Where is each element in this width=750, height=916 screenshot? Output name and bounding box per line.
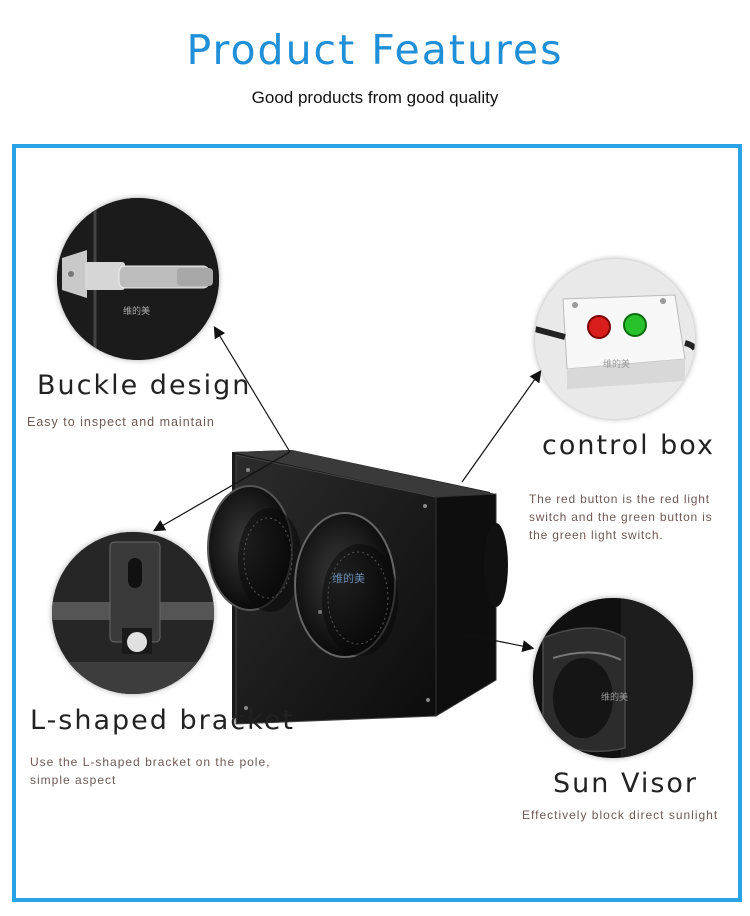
buckle-heading: Buckle design <box>37 370 252 401</box>
right-led-ring <box>327 551 389 645</box>
arrow-bracket <box>152 451 291 532</box>
left-led-ring <box>243 517 293 599</box>
housing-top <box>232 450 496 497</box>
buckle-latch-icon <box>57 198 219 360</box>
features-frame <box>12 144 742 902</box>
control-box-heading: control box <box>542 430 715 461</box>
sun-visor-heading: Sun Visor <box>553 768 699 799</box>
control-box-description: The red button is the red light switch a… <box>529 492 713 542</box>
control-box-icon <box>535 259 695 419</box>
sun-visor-icon <box>533 598 693 758</box>
left-lens <box>238 508 302 612</box>
rear-cap <box>484 523 508 607</box>
arrow-sun-visor <box>461 633 535 653</box>
screw-icon <box>423 504 427 508</box>
bracket-closeup <box>52 532 214 694</box>
sun-visor-watermark: 维的美 <box>601 692 629 702</box>
right-lens <box>322 544 398 656</box>
red-button-icon <box>587 315 611 339</box>
buckle-description: Easy to inspect and maintain <box>27 415 215 429</box>
screw-icon <box>246 468 250 472</box>
buckle-watermark: 维的美 <box>123 306 151 316</box>
control-box-closeup: 维的美 <box>535 259 695 419</box>
sun-visor-description: Effectively block direct sunlight <box>522 808 719 822</box>
housing-right <box>435 493 497 717</box>
product-watermark: 维的美 <box>332 573 365 585</box>
screw-icon <box>426 698 430 702</box>
page-title: Product Features <box>186 26 564 74</box>
green-button-icon <box>623 313 647 337</box>
buckle-closeup: 维的美 <box>57 198 219 360</box>
control-box-watermark: 维的美 <box>603 359 631 369</box>
screw-icon <box>318 610 322 614</box>
page-subtitle: Good products from good quality <box>251 88 499 107</box>
arrow-buckle <box>213 325 291 453</box>
bracket-icon <box>52 532 214 694</box>
bracket-description: Use the L-shaped bracket on the pole, si… <box>30 755 271 787</box>
bracket-heading: L-shaped bracket <box>30 705 296 736</box>
screw-icon <box>244 706 248 710</box>
arrow-control-box <box>461 370 542 483</box>
sun-visor-closeup: 维的美 <box>533 598 693 758</box>
